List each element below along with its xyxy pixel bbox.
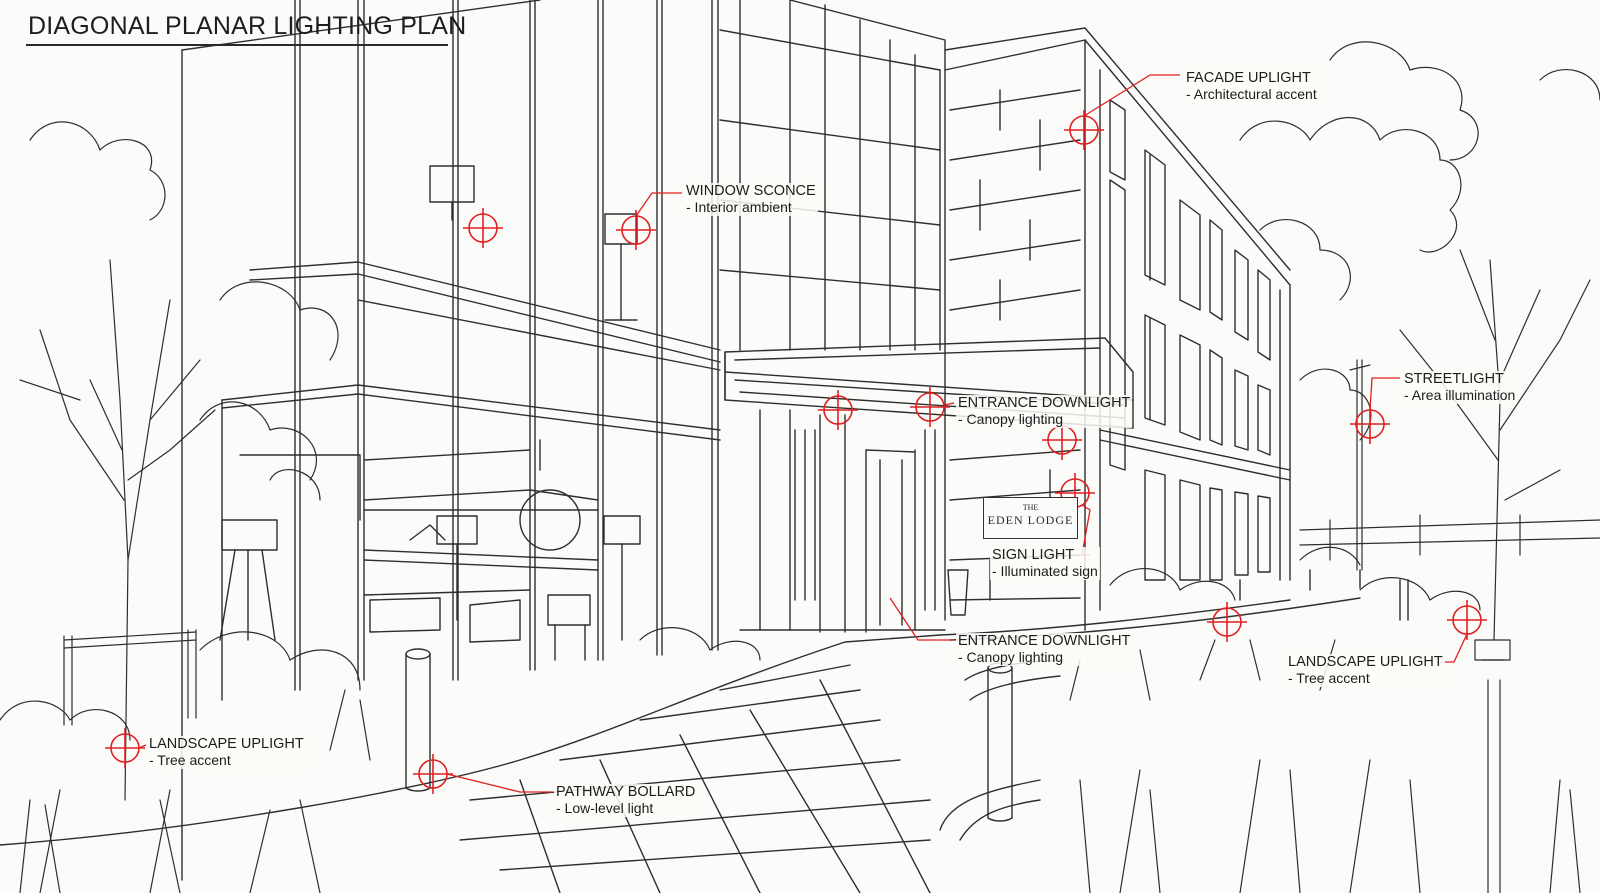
label-name: FACADE UPLIGHT <box>1186 70 1311 86</box>
leader-streetlight <box>1369 377 1400 411</box>
trees <box>0 41 1600 893</box>
label-desc: - Low-level light <box>556 800 654 816</box>
title-underline <box>26 44 448 46</box>
label-name: SIGN LIGHT <box>992 547 1075 563</box>
landscape-uplight-marker-left <box>105 728 145 768</box>
label-streetlight: STREETLIGHT - Area illumination <box>1402 371 1518 404</box>
label-landscape-uplight-left: LANDSCAPE UPLIGHT - Tree accent <box>147 736 306 769</box>
pathway-bollard-marker <box>413 754 453 794</box>
page-title: DIAGONAL PLANAR LIGHTING PLAN <box>28 12 467 40</box>
label-desc: - Interior ambient <box>686 199 792 215</box>
label-name: STREETLIGHT <box>1404 371 1504 387</box>
eden-lodge-sign: THE EDEN LODGE <box>983 497 1078 539</box>
bollards <box>405 569 1409 822</box>
label-name: LANDSCAPE UPLIGHT <box>1288 654 1443 670</box>
label-pathway-bollard: PATHWAY BOLLARD - Low-level light <box>554 784 698 817</box>
label-desc: - Illuminated sign <box>992 563 1098 579</box>
label-entrance-downlight-door: ENTRANCE DOWNLIGHT - Canopy lighting <box>956 633 1133 666</box>
landscape-uplight-marker-right <box>1207 602 1247 642</box>
label-desc: - Area illumination <box>1404 387 1516 403</box>
entrance-downlight-marker-2 <box>910 387 950 427</box>
leader-facade-uplight <box>1083 74 1180 117</box>
entrance-downlight-marker-1 <box>818 390 858 430</box>
walkway <box>0 597 1361 893</box>
landscape-uplight-marker-right-2 <box>1447 600 1487 640</box>
label-entrance-downlight-canopy: ENTRANCE DOWNLIGHT - Canopy lighting <box>956 395 1133 428</box>
label-sign-light: SIGN LIGHT - Illuminated sign <box>990 547 1100 580</box>
label-window-sconce: WINDOW SCONCE - Interior ambient <box>684 183 818 216</box>
label-name: WINDOW SCONCE <box>686 183 816 199</box>
label-name: PATHWAY BOLLARD <box>556 784 696 800</box>
label-name: ENTRANCE DOWNLIGHT <box>958 633 1131 649</box>
label-landscape-uplight-right: LANDSCAPE UPLIGHT - Tree accent <box>1286 654 1445 687</box>
label-desc: - Tree accent <box>149 752 231 768</box>
window-sconce-marker-2 <box>616 210 656 250</box>
streetlight-marker <box>1350 404 1390 444</box>
label-desc: - Canopy lighting <box>958 649 1064 665</box>
stone-wing <box>944 27 1291 631</box>
label-desc: - Canopy lighting <box>958 411 1064 427</box>
leader-window-sconce <box>635 192 682 217</box>
glass-tower <box>181 0 946 881</box>
label-name: ENTRANCE DOWNLIGHT <box>958 395 1131 411</box>
entrance-canopy <box>724 337 1134 633</box>
label-name: LANDSCAPE UPLIGHT <box>149 736 304 752</box>
label-desc: - Tree accent <box>1288 670 1370 686</box>
leader-pathway-bollard <box>446 773 552 793</box>
leader-entrance-downlight-door <box>889 597 954 641</box>
leader-entrance-downlight-canopy <box>943 402 955 406</box>
label-desc: - Architectural accent <box>1186 86 1317 102</box>
window-sconce-marker-1 <box>463 208 503 248</box>
facade-uplight-marker <box>1064 110 1104 150</box>
sign-line-1: THE <box>1022 503 1039 512</box>
label-facade-uplight: FACADE UPLIGHT - Architectural accent <box>1184 70 1319 103</box>
sign-line-2: EDEN LODGE <box>987 513 1074 527</box>
light-markers <box>105 110 1487 794</box>
